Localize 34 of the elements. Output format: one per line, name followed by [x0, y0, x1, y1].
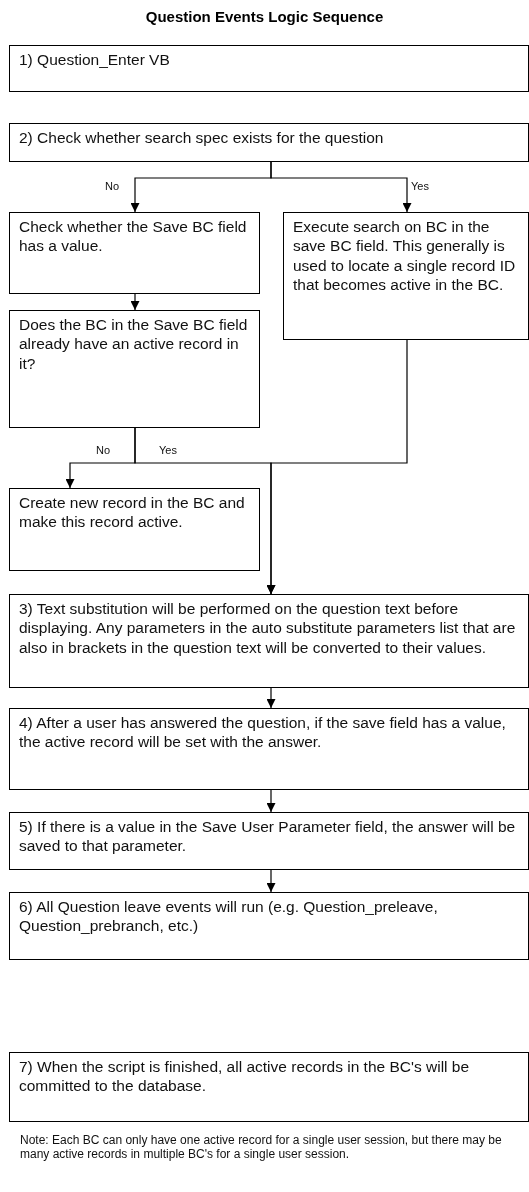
edge-label: Yes: [158, 444, 178, 456]
arrow: [266, 339, 408, 595]
step-text: Check whether the Save BC field has a value.: [19, 217, 248, 256]
edge-label: No: [95, 444, 112, 456]
edge-label: Yes: [410, 180, 430, 192]
process-box: [283, 212, 529, 340]
step-text: 6) All Question leave events will run (e.g. Question_preleave, Question_prebranch, etc.): [19, 897, 439, 936]
arrow: [266, 869, 276, 893]
process-box: [9, 45, 529, 92]
step-text: Execute search on BC in the save BC field. This generally is used to locate a single record ID that becomes active in the BC.: [293, 217, 517, 295]
process-box: [9, 594, 529, 688]
step-text: 2) Check whether search spec exists for the question: [19, 128, 385, 148]
diagram-title: Question Events Logic Sequence: [144, 8, 385, 25]
process-box: [9, 1052, 529, 1122]
process-box: [9, 812, 529, 870]
arrow: [266, 789, 276, 813]
process-box: [9, 212, 260, 294]
step-text: 3) Text substitution will be performed on the question text before displaying. Any parameters in the auto substitute parameters list that are also in brackets in the question text will be converted to their values.: [19, 599, 517, 658]
edge-label: No: [104, 180, 121, 192]
step-text: 5) If there is a value in the Save User Parameter field, the answer will be saved to that parameter.: [19, 817, 517, 856]
process-box: [9, 708, 529, 790]
step-text: Create new record in the BC and make this record active.: [19, 493, 246, 532]
arrow: [270, 161, 412, 213]
arrow: [130, 293, 140, 311]
step-text: 1) Question_Enter VB: [19, 50, 171, 70]
process-box: [9, 123, 529, 162]
step-text: 4) After a user has answered the question, if the save field has a value, the active record will be set with the answer.: [19, 713, 507, 752]
step-text: 7) When the script is finished, all active records in the BC's will be committed to the database.: [19, 1057, 471, 1096]
note-text: Note: Each BC can only have one active record for a single user session, but there may be many active records in multiple BC's for a single user session.: [20, 1133, 503, 1162]
process-box: [9, 488, 260, 571]
process-box: [9, 892, 529, 960]
step-text: Does the BC in the Save BC field already have an active record in it?: [19, 315, 249, 374]
arrow: [266, 687, 276, 709]
process-box: [9, 310, 260, 428]
